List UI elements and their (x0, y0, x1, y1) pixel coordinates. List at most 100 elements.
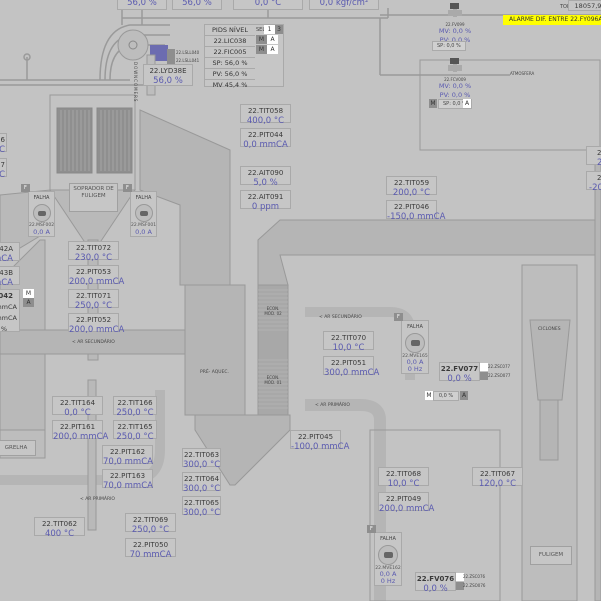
tag-value: -20 (589, 183, 601, 193)
valve-tag: 22.FCV009 (444, 77, 466, 82)
position-switch-open (456, 573, 464, 581)
position-switch-closed (480, 372, 488, 380)
mode-manual-button[interactable]: M (429, 99, 437, 108)
valve-setpoint[interactable]: SP: 0,0 % (438, 99, 472, 109)
position-switch-label: 22.ZSC076 (463, 574, 486, 579)
valve-fv099[interactable]: 22.FV099 MV: 0,0 % PV: 0,0 % (430, 2, 480, 45)
position-switch-label: 22.ZSC077 (488, 364, 511, 369)
soot-box[interactable]: FULIGEM (530, 546, 572, 565)
valve-fcv009[interactable]: 22.FCV009 MV: 0,0 % PV: 0,0 % (430, 57, 480, 100)
tag-name: 22.PIT162 (109, 448, 146, 456)
controller-partial[interactable]: 042 mmCA mmCA % (0, 289, 20, 333)
tag-value: 0,0 % (447, 374, 472, 384)
valve-setpoint[interactable]: SP: 0,0 % (432, 41, 466, 51)
tag-value: 300,0 °C (183, 484, 221, 494)
lyd038e-tag: 22.LYD38E 56,0 % (143, 64, 193, 86)
instrument-partial[interactable]: 43BmCA (0, 266, 20, 288)
tag-name: 22.TIT063 (183, 451, 220, 459)
mode-auto-button[interactable]: A (463, 99, 471, 108)
pids-row-tag[interactable]: 22.FIC005 (205, 47, 255, 58)
sel-option-3[interactable]: 3 (275, 25, 283, 34)
top-right-value: 18057,9 (568, 0, 601, 11)
motor-tag: 22.MSF002 (29, 223, 55, 228)
motor-mve165[interactable]: F FALHA 22.MVE165 0,0 A 0 Hz (394, 313, 429, 374)
tag-value: 400,0 °C (246, 116, 285, 126)
instrument-pit046[interactable]: 22.PIT046-150,0 mmCA (386, 200, 445, 222)
mode-auto-button[interactable]: A (23, 298, 34, 307)
value: 0,0 °C (254, 0, 282, 8)
tag-name: 22.TIT065 (183, 499, 220, 507)
top-value-box: 56,0 % (172, 0, 222, 10)
motor-msf001[interactable]: F FALHA 22.MSF001 0,0 A (123, 184, 157, 237)
tag-name: 22.TIT166 (117, 399, 153, 407)
economizer-02-label: ECON. MÓD. 02 (264, 306, 282, 316)
instrument-partial[interactable]: 57°C (0, 158, 7, 180)
cyclones-label: CICLONES (538, 327, 561, 332)
tag-name: 22.TIT069 (132, 516, 169, 524)
mode-manual-button[interactable]: M (256, 35, 267, 44)
grate-box[interactable]: GRELHA (0, 440, 36, 456)
tag-value: 400 °C (44, 529, 75, 539)
instrument-partial[interactable]: 56°C (0, 133, 7, 155)
motor-mve162[interactable]: F FALHA 22.MVE162 0,0 A 0 Hz (367, 525, 402, 586)
duct-label-secondary-air: < AR SECUNDÁRIO (319, 315, 362, 320)
mode-manual-button[interactable]: M (256, 45, 267, 54)
tag-name: 2 (597, 174, 601, 182)
tag-value: 250,0 °C (116, 408, 154, 418)
level-switch-indicator (167, 49, 175, 57)
mode-auto-button[interactable]: A (267, 35, 278, 44)
instrument-partial[interactable]: 2-20 (586, 171, 601, 193)
soot-blower-box[interactable]: SOPRADOR DE FULIGEM (69, 183, 118, 212)
motor-status: FALHA (135, 195, 152, 201)
instrument-pit045[interactable]: 22.PIT045-100,0 mmCA (290, 430, 349, 452)
tag-value: °C (0, 145, 5, 155)
tag-value: mCA (0, 254, 13, 264)
motor-msf002[interactable]: F FALHA 22.MSF002 0,0 A (21, 184, 55, 237)
tag-value: °C (0, 170, 5, 180)
sel-option-1[interactable]: 1 (264, 25, 275, 34)
tag-name: 22.PIT050 (132, 541, 169, 549)
tag-name: 22.TIT062 (41, 520, 78, 528)
tag-value: 200,0 mmCA (53, 432, 109, 442)
instrument-partial[interactable]: 42AmCA (0, 242, 20, 264)
instrument-partial[interactable]: 222 (586, 146, 601, 168)
mode-manual-button[interactable]: M (425, 391, 433, 400)
tag-name: 22.PIT046 (393, 203, 430, 211)
position-switch-open (480, 363, 488, 371)
mode-auto-button[interactable]: A (267, 45, 278, 54)
control-valve-icon (448, 3, 462, 17)
mode-auto-button[interactable]: A (460, 391, 468, 400)
valve-setpoint[interactable]: 0,0 % (433, 391, 459, 401)
mode-manual-button[interactable]: M (23, 289, 34, 298)
alarm-banner[interactable]: ALARME DIF. ENTRE 22.FY096A E (503, 15, 601, 25)
pids-row-tag[interactable]: 22.LIC038 (205, 36, 255, 47)
